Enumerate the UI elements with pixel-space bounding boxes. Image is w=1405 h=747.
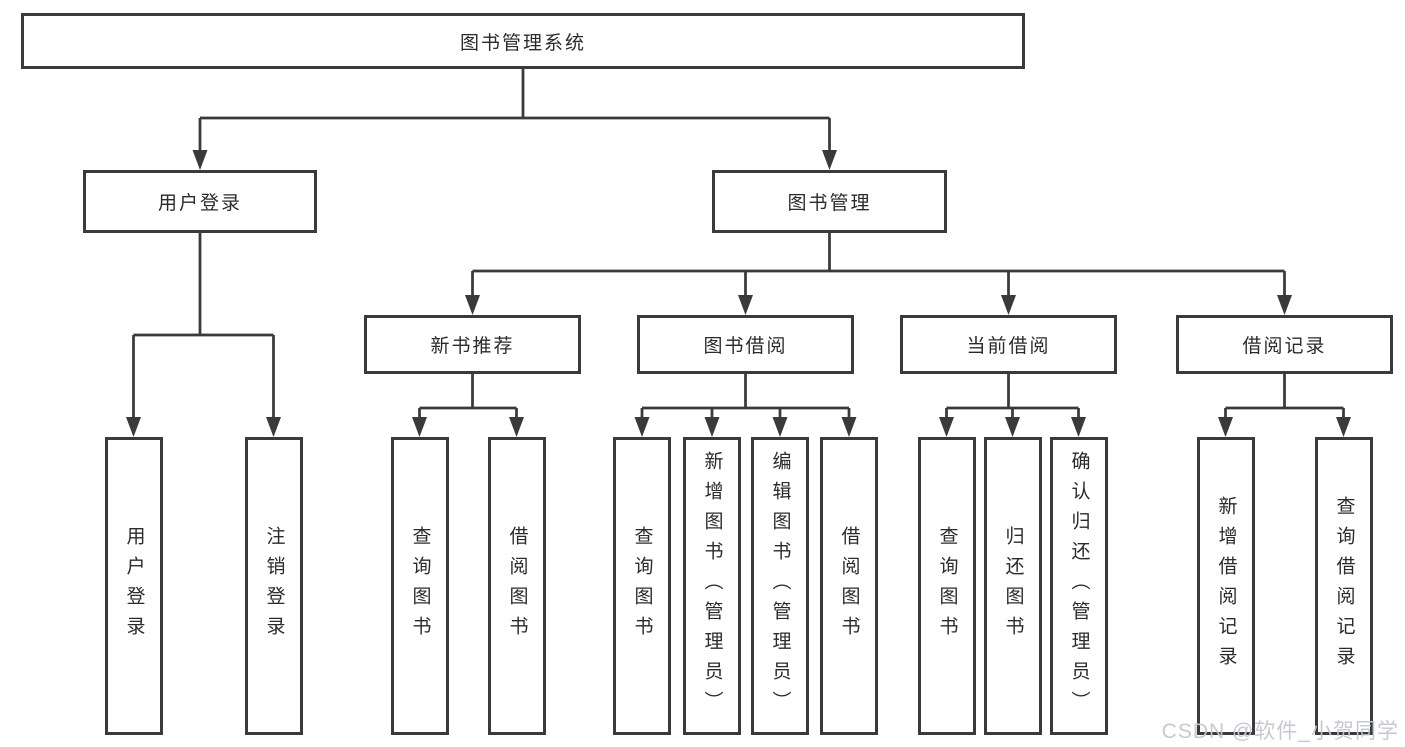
node-borrow-records: 借阅记录 xyxy=(1176,315,1393,374)
node-borrow-records-label: 借阅记录 xyxy=(1242,336,1327,357)
node-user-login-label: 用户登录 xyxy=(157,193,242,214)
leaf-query-borrow-record-label: 查询借阅记录 xyxy=(1333,496,1355,676)
leaf-query-books-recommend-label: 查询图书 xyxy=(409,526,431,646)
leaf-add-book-admin: 新增图书（管理员） xyxy=(683,437,741,735)
node-book-management: 图书管理 xyxy=(712,170,947,233)
leaf-borrow-books-recommend: 借阅图书 xyxy=(488,437,546,735)
leaf-logout-label: 注销登录 xyxy=(263,526,285,646)
leaf-query-books-borrow-label: 查询图书 xyxy=(631,526,653,646)
leaf-confirm-return-admin: 确认归还（管理员） xyxy=(1050,437,1108,735)
leaf-user-login-label: 用户登录 xyxy=(123,526,145,646)
leaf-edit-book-admin-label: 编辑图书（管理员） xyxy=(769,451,791,721)
leaf-borrow-books-recommend-label: 借阅图书 xyxy=(506,526,528,646)
node-book-borrow: 图书借阅 xyxy=(637,315,854,374)
leaf-add-borrow-record: 新增借阅记录 xyxy=(1197,437,1255,735)
leaf-return-book: 归还图书 xyxy=(984,437,1042,735)
leaf-query-books-borrow: 查询图书 xyxy=(613,437,671,735)
node-new-book-recommend: 新书推荐 xyxy=(364,315,581,374)
leaf-query-books-current: 查询图书 xyxy=(918,437,976,735)
leaf-add-borrow-record-label: 新增借阅记录 xyxy=(1215,496,1237,676)
leaf-borrow-books-label: 借阅图书 xyxy=(838,526,860,646)
leaf-edit-book-admin: 编辑图书（管理员） xyxy=(751,437,809,735)
leaf-borrow-books: 借阅图书 xyxy=(820,437,878,735)
leaf-user-login: 用户登录 xyxy=(105,437,163,735)
leaf-logout: 注销登录 xyxy=(245,437,303,735)
leaf-add-book-admin-label: 新增图书（管理员） xyxy=(701,451,723,721)
node-root-label: 图书管理系统 xyxy=(459,32,586,54)
leaf-confirm-return-admin-label: 确认归还（管理员） xyxy=(1068,451,1090,721)
node-current-borrow: 当前借阅 xyxy=(900,315,1117,374)
leaf-return-book-label: 归还图书 xyxy=(1002,526,1024,646)
csdn-watermark: CSDN @软件_小贺同学 xyxy=(1161,720,1399,743)
node-book-borrow-label: 图书借阅 xyxy=(703,336,788,357)
leaf-query-books-current-label: 查询图书 xyxy=(936,526,958,646)
node-book-management-label: 图书管理 xyxy=(787,193,872,214)
node-current-borrow-label: 当前借阅 xyxy=(966,336,1051,357)
node-user-login: 用户登录 xyxy=(83,170,317,233)
leaf-query-borrow-record: 查询借阅记录 xyxy=(1315,437,1373,735)
node-root: 图书管理系统 xyxy=(21,13,1025,69)
leaf-query-books-recommend: 查询图书 xyxy=(391,437,449,735)
node-new-book-recommend-label: 新书推荐 xyxy=(430,336,515,357)
